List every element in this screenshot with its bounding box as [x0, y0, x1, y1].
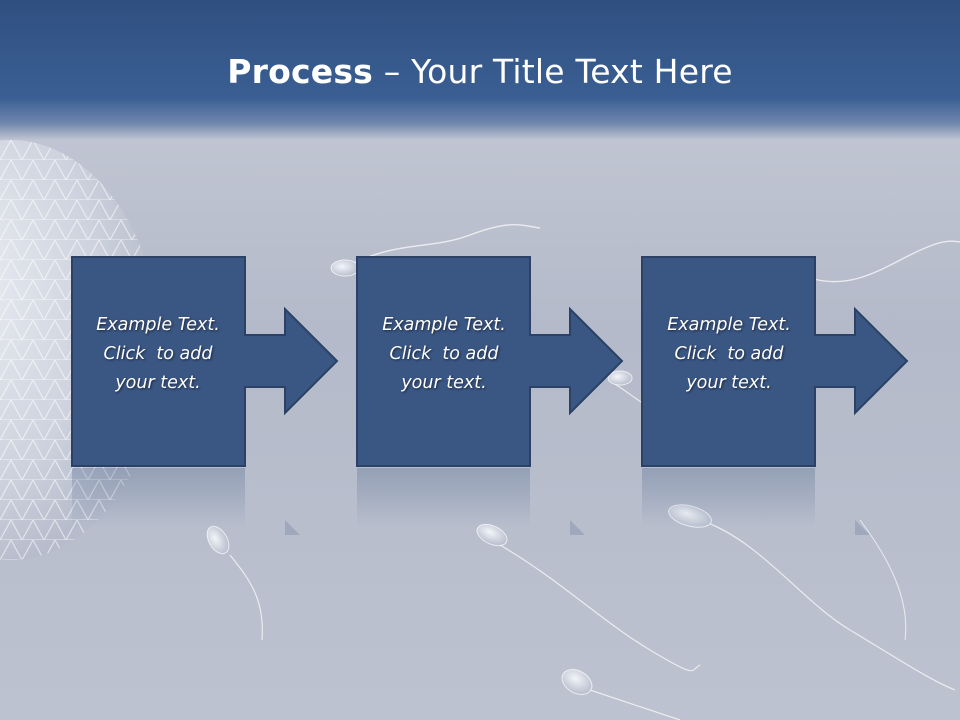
step-3-line-2: Click to add	[643, 340, 815, 369]
step-3-line-3: your text.	[643, 369, 815, 398]
step-2-line-2: Click to add	[358, 340, 530, 369]
step-2-line-3: your text.	[358, 369, 530, 398]
step-3-text[interactable]: Example Text. Click to add your text.	[643, 311, 815, 398]
step-1-line-3: your text.	[72, 369, 244, 398]
step-reflections	[72, 468, 870, 535]
step-1-line-2: Click to add	[72, 340, 244, 369]
step-2-line-1: Example Text.	[358, 311, 530, 340]
step-2-text[interactable]: Example Text. Click to add your text.	[358, 311, 530, 398]
step-1-text[interactable]: Example Text. Click to add your text.	[72, 311, 244, 398]
step-1-line-1: Example Text.	[72, 311, 244, 340]
step-3-line-1: Example Text.	[643, 311, 815, 340]
